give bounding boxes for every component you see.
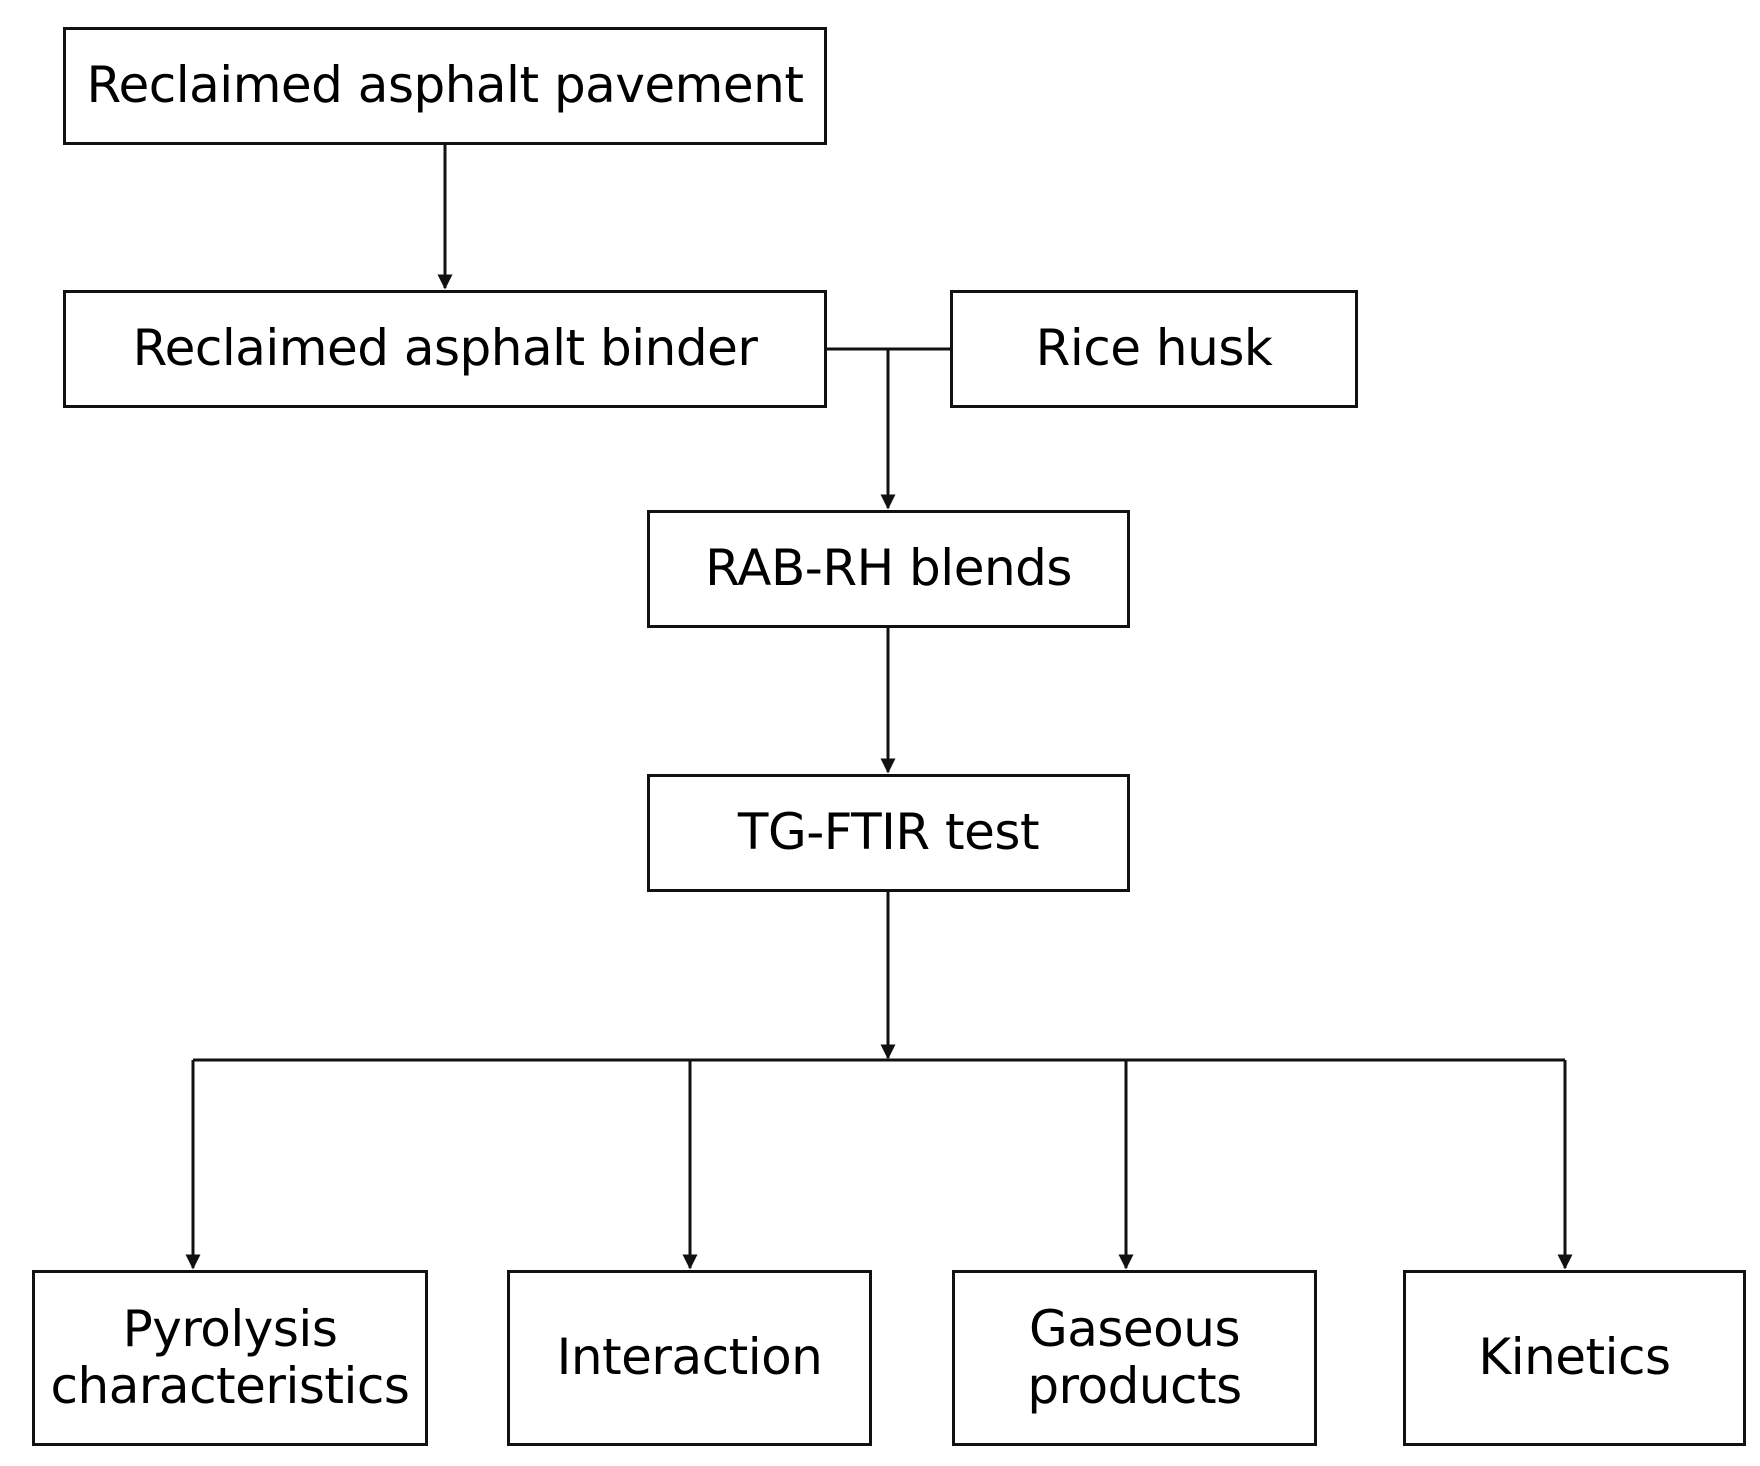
node-label-line2: characteristics bbox=[50, 1357, 410, 1415]
node-kinetics: Kinetics bbox=[1403, 1270, 1746, 1446]
node-rab-rh-blends: RAB-RH blends bbox=[647, 510, 1130, 628]
node-label: Reclaimed asphalt pavement bbox=[86, 56, 804, 115]
node-reclaimed-asphalt-binder: Reclaimed asphalt binder bbox=[63, 290, 827, 408]
node-label-line1: Pyrolysis bbox=[122, 1299, 338, 1358]
node-reclaimed-asphalt-pavement: Reclaimed asphalt pavement bbox=[63, 27, 827, 145]
node-label-line1: Interaction bbox=[556, 1328, 823, 1387]
node-label: RAB-RH blends bbox=[705, 539, 1072, 598]
node-pyrolysis-characteristics: Pyrolysis characteristics bbox=[32, 1270, 428, 1446]
node-label: Reclaimed asphalt binder bbox=[132, 319, 758, 378]
node-label-line2: products bbox=[1027, 1357, 1242, 1415]
node-tg-ftir-test: TG-FTIR test bbox=[647, 774, 1130, 892]
node-label-line1: Gaseous bbox=[1028, 1299, 1241, 1358]
node-label: Rice husk bbox=[1035, 319, 1273, 378]
node-label-line1: Kinetics bbox=[1478, 1328, 1671, 1387]
node-gaseous-products: Gaseous products bbox=[952, 1270, 1317, 1446]
node-label: TG-FTIR test bbox=[737, 803, 1040, 862]
node-interaction: Interaction bbox=[507, 1270, 872, 1446]
node-rice-husk: Rice husk bbox=[950, 290, 1358, 408]
